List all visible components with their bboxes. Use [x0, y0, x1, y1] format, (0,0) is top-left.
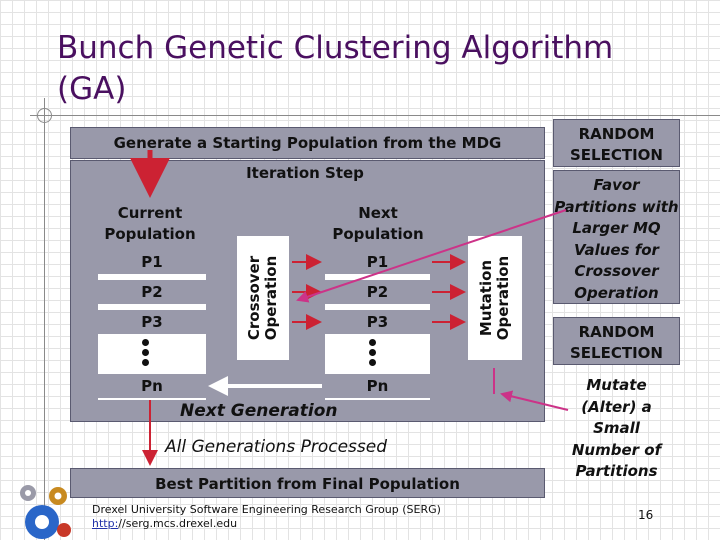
footer-organization: Drexel University Software Engineering R… — [92, 503, 441, 516]
crossover-operation-bar: Crossover Operation — [237, 236, 289, 360]
next-pn: Pn — [325, 374, 430, 398]
best-partition-label: Best Partition from Final Population — [155, 475, 460, 493]
favor-to-crossover-callout — [296, 209, 567, 303]
current-population-column: P1 P2 P3 Pn — [98, 250, 206, 400]
current-p3: P3 — [98, 310, 206, 334]
mutation-operation-bar: Mutation Operation — [468, 236, 522, 360]
favor-partitions-text: Favor Partitions with Larger MQ Values f… — [554, 176, 679, 302]
random-selection-label-1: RANDOM SELECTION — [570, 125, 663, 164]
footer-url[interactable]: http://serg.mcs.drexel.edu — [92, 517, 237, 530]
random-selection-label-2: RANDOM SELECTION — [570, 323, 663, 362]
decorative-circle — [37, 108, 52, 123]
mutate-to-mutation-callout — [500, 390, 569, 411]
random-selection-box-1: RANDOM SELECTION — [553, 119, 680, 167]
decorative-line-vertical — [44, 98, 45, 540]
generate-population-label: Generate a Starting Population from the … — [113, 134, 502, 152]
next-p1: P1 — [325, 250, 430, 274]
current-population-ellipsis — [142, 339, 150, 369]
next-population-label: Next Population — [332, 204, 424, 243]
next-p3: P3 — [325, 310, 430, 334]
mutate-partitions-text: Mutate (Alter) a Small Number of Partiti… — [571, 376, 662, 481]
current-p1: P1 — [98, 250, 206, 274]
next-p2: P2 — [325, 280, 430, 304]
next-population-ellipsis — [369, 339, 377, 369]
current-population-label: Current Population — [104, 204, 196, 243]
current-p2: P2 — [98, 280, 206, 304]
random-selection-box-2: RANDOM SELECTION — [553, 317, 680, 365]
favor-partitions-box: Favor Partitions with Larger MQ Values f… — [553, 170, 680, 304]
decorative-line-horizontal — [30, 115, 720, 116]
serg-logo-icon — [20, 485, 71, 539]
slide-title: Bunch Genetic Clustering Algorithm (GA) — [57, 30, 614, 107]
all-generations-label: All Generations Processed — [165, 437, 387, 457]
next-generation-label: Next Generation — [180, 401, 338, 421]
next-population-column: P1 P2 P3 Pn — [325, 250, 430, 400]
footer-url-rest[interactable]: //serg.mcs.drexel.edu — [118, 517, 238, 530]
current-pn: Pn — [98, 374, 206, 398]
footer-url-prefix[interactable]: http: — [92, 517, 119, 530]
best-partition-box: Best Partition from Final Population — [70, 468, 545, 498]
iteration-step-label: Iteration Step — [246, 164, 364, 182]
page-number: 16 — [638, 508, 654, 522]
